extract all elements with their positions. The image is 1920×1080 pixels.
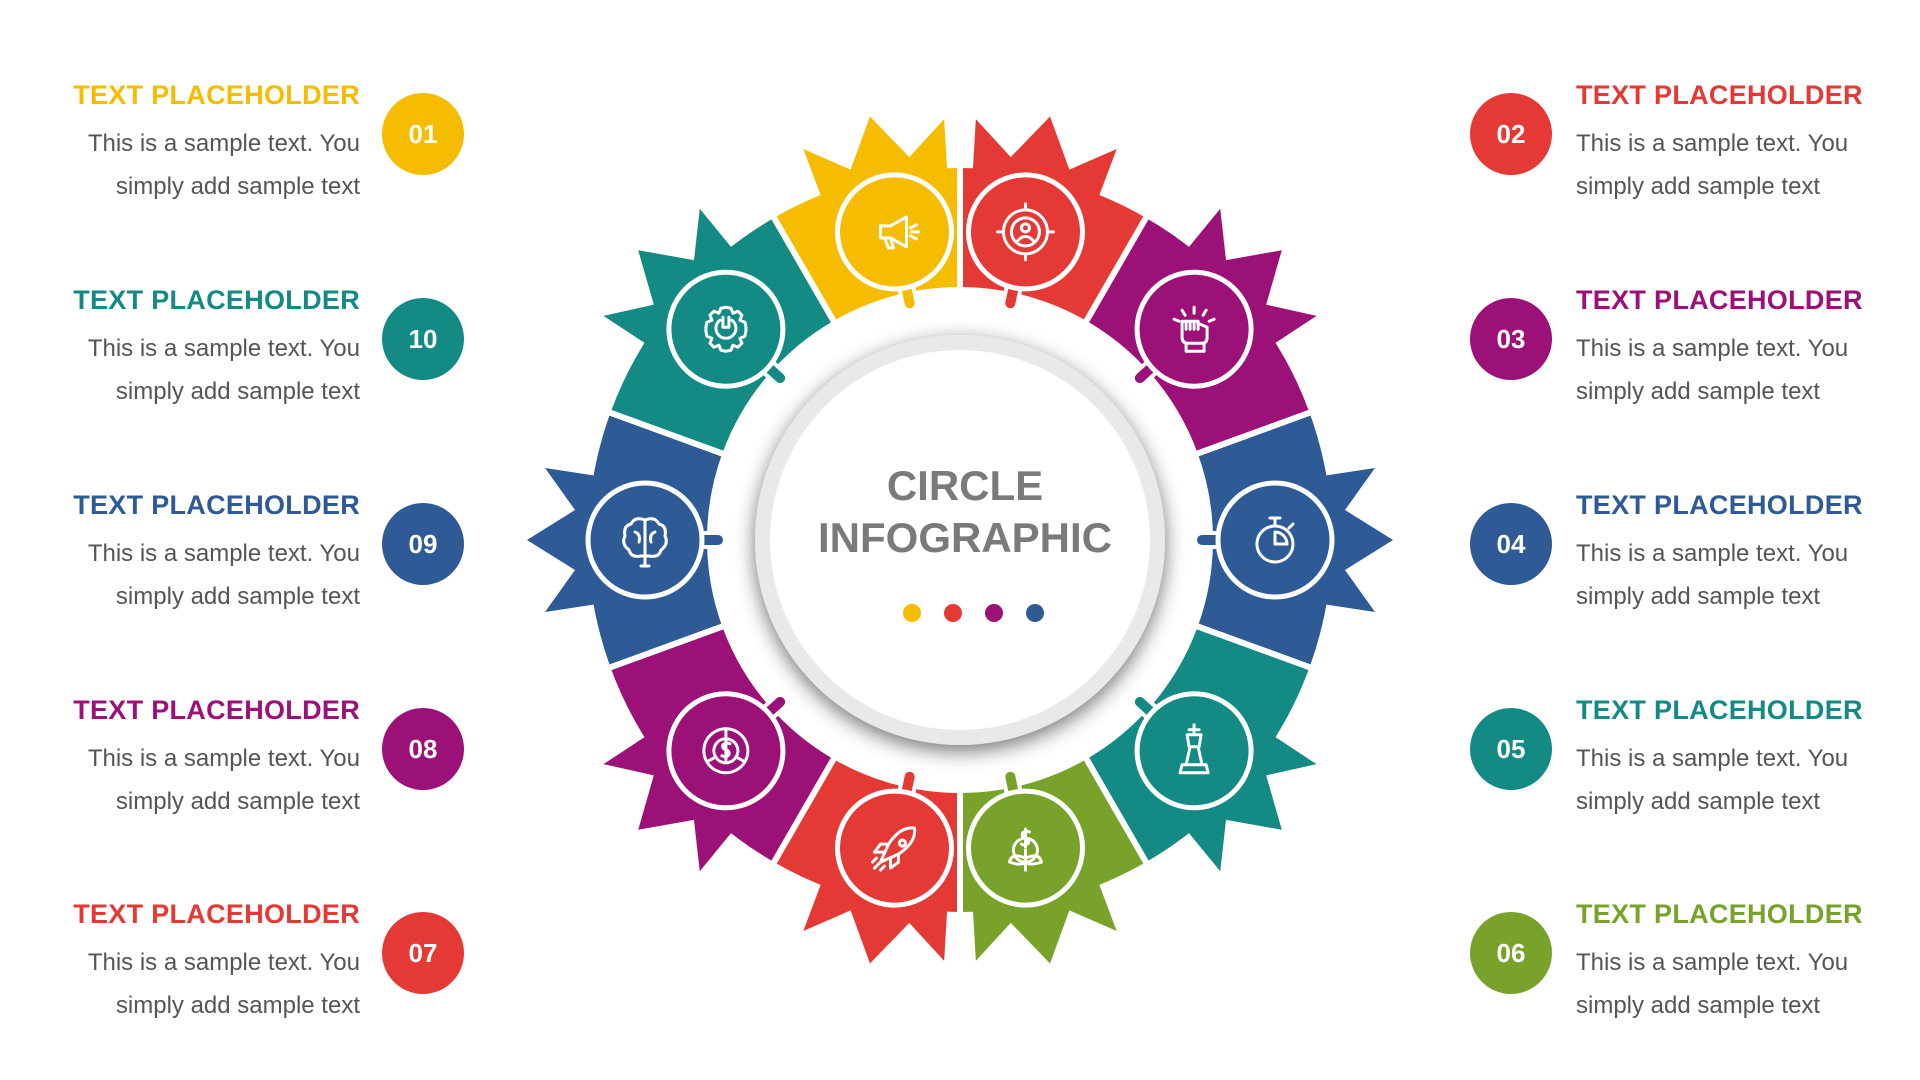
megaphone-icon <box>879 215 921 250</box>
item-title: TEXT PLACEHOLDER <box>73 490 360 520</box>
raised-fist-icon <box>1172 305 1216 353</box>
item-title: TEXT PLACEHOLDER <box>1576 285 1863 315</box>
item-description: This is a sample text. You simply add sa… <box>1576 737 1896 823</box>
item-title: TEXT PLACEHOLDER <box>1576 490 1863 520</box>
description-line: simply add sample text <box>115 583 360 610</box>
description-line: This is a sample text. You <box>87 949 360 976</box>
dot-red <box>944 604 962 622</box>
item-title: TEXT PLACEHOLDER <box>1576 899 1863 929</box>
number-badge: 01 <box>382 93 464 175</box>
description-line: This is a sample text. You <box>1576 335 1849 362</box>
dollar-chart-icon <box>702 727 750 775</box>
marker-circle <box>835 172 955 292</box>
brain-icon <box>622 517 668 568</box>
description-line: simply add sample text <box>115 378 360 405</box>
number-badge: 07 <box>382 912 464 994</box>
item-05: 05 TEXT PLACEHOLDER This is a sample tex… <box>1470 693 1920 815</box>
item-03: 03 TEXT PLACEHOLDER This is a sample tex… <box>1470 283 1920 405</box>
marker-10 <box>603 208 790 389</box>
marker-01 <box>803 116 955 313</box>
item-description: This is a sample text. You simply add sa… <box>40 532 360 618</box>
gear-wrench-icon <box>704 305 748 353</box>
marker-05 <box>1130 691 1317 872</box>
stopwatch-icon <box>1255 516 1295 564</box>
description-line: simply add sample text <box>115 173 360 200</box>
description-line: This is a sample text. You <box>1576 130 1849 157</box>
item-04: 04 TEXT PLACEHOLDER This is a sample tex… <box>1470 488 1920 610</box>
item-title: TEXT PLACEHOLDER <box>1576 80 1863 110</box>
item-description: This is a sample text. You simply add sa… <box>40 122 360 208</box>
center-dots <box>895 604 1044 624</box>
description-line: simply add sample text <box>1576 173 1821 200</box>
description-line: This is a sample text. You <box>1576 949 1849 976</box>
description-line: This is a sample text. You <box>87 130 360 157</box>
item-title: TEXT PLACEHOLDER <box>73 695 360 725</box>
target-user-icon <box>995 202 1055 262</box>
description-line: simply add sample text <box>115 992 360 1019</box>
description-line: This is a sample text. You <box>87 335 360 362</box>
item-description: This is a sample text. You simply add sa… <box>40 327 360 413</box>
description-line: simply add sample text <box>1576 992 1821 1019</box>
item-06: 06 TEXT PLACEHOLDER This is a sample tex… <box>1470 897 1920 1019</box>
description-line: simply add sample text <box>1576 788 1821 815</box>
marker-pointer <box>603 208 759 367</box>
center-title-line: INFOGRAPHIC <box>818 514 1112 561</box>
marker-circle <box>1134 691 1254 811</box>
number-badge: 05 <box>1470 708 1552 790</box>
description-line: This is a sample text. You <box>87 745 360 772</box>
item-description: This is a sample text. You simply add sa… <box>40 941 360 1027</box>
item-description: This is a sample text. You simply add sa… <box>1576 327 1896 413</box>
item-09: TEXT PLACEHOLDER This is a sample text. … <box>0 488 480 610</box>
description-line: simply add sample text <box>1576 378 1821 405</box>
circle-infographic-wheel <box>527 116 1393 964</box>
item-title: TEXT PLACEHOLDER <box>73 285 360 315</box>
marker-pointer <box>1161 208 1317 367</box>
marker-pointer <box>603 713 759 872</box>
marker-circle <box>666 269 786 389</box>
number-badge: 10 <box>382 298 464 380</box>
item-02: 02 TEXT PLACEHOLDER This is a sample tex… <box>1470 78 1920 200</box>
dot-yellow <box>903 604 921 622</box>
marker-circle <box>835 788 955 908</box>
item-07: TEXT PLACEHOLDER This is a sample text. … <box>0 897 480 1019</box>
money-plant-icon <box>1007 827 1043 872</box>
number-badge: 02 <box>1470 93 1552 175</box>
description-line: This is a sample text. You <box>1576 745 1849 772</box>
dot-blue <box>1026 604 1044 622</box>
number-badge: 09 <box>382 503 464 585</box>
number-badge: 08 <box>382 708 464 790</box>
item-title: TEXT PLACEHOLDER <box>73 80 360 110</box>
number-badge: 03 <box>1470 298 1552 380</box>
description-line: This is a sample text. You <box>87 540 360 567</box>
item-description: This is a sample text. You simply add sa… <box>40 737 360 823</box>
item-title: TEXT PLACEHOLDER <box>1576 695 1863 725</box>
item-08: TEXT PLACEHOLDER This is a sample text. … <box>0 693 480 815</box>
item-01: TEXT PLACEHOLDER This is a sample text. … <box>0 78 480 200</box>
dot-purple <box>985 604 1003 622</box>
item-title: TEXT PLACEHOLDER <box>73 899 360 929</box>
description-line: This is a sample text. You <box>1576 540 1849 567</box>
marker-pointer <box>1161 713 1317 872</box>
item-description: This is a sample text. You simply add sa… <box>1576 532 1896 618</box>
center-title-line: CIRCLE <box>886 462 1044 509</box>
item-description: This is a sample text. You simply add sa… <box>1576 122 1896 208</box>
item-10: TEXT PLACEHOLDER This is a sample text. … <box>0 283 480 405</box>
description-line: simply add sample text <box>115 788 360 815</box>
item-description: This is a sample text. You simply add sa… <box>1576 941 1896 1027</box>
rocket-icon <box>871 826 917 872</box>
center-title: CIRCLE INFOGRAPHIC <box>775 460 1155 564</box>
marker-07 <box>803 767 955 964</box>
number-badge: 06 <box>1470 912 1552 994</box>
chess-king-icon <box>1178 723 1210 775</box>
description-line: simply add sample text <box>1576 583 1821 610</box>
number-badge: 04 <box>1470 503 1552 585</box>
center-disc <box>770 350 1150 730</box>
